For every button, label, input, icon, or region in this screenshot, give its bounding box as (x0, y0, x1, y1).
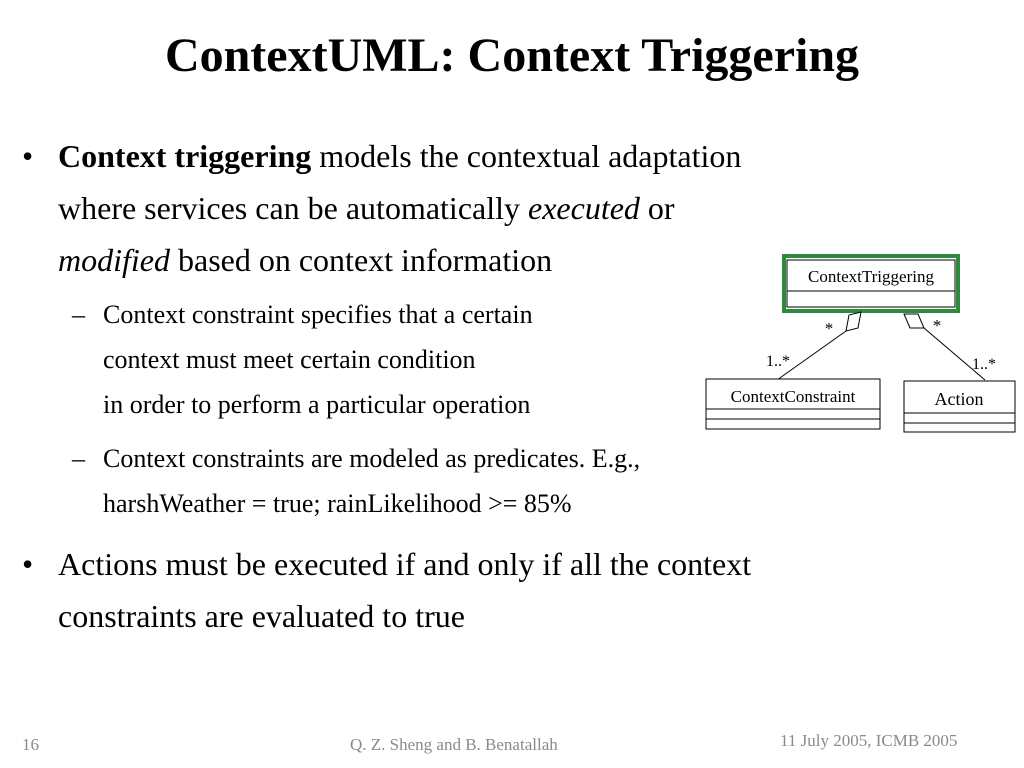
bullet-line-2: constraints are evaluated to true (58, 598, 465, 634)
footer-authors: Q. Z. Sheng and B. Benatallah (350, 735, 558, 754)
multiplicity-right-bottom: 1..* (972, 356, 996, 373)
bullet-line-2: where services can be automatically exec… (58, 182, 928, 234)
emphasis-modified: modified (58, 242, 170, 278)
multiplicity-left-bottom: 1..* (766, 353, 790, 370)
bold-term: Context triggering (58, 138, 312, 174)
emphasis-executed: executed (528, 190, 640, 226)
class-box (903, 380, 1016, 433)
text-run: or (639, 190, 675, 226)
bullet-marker: • (22, 546, 34, 582)
bullet-line-1: Actions must be executed if and only if … (58, 546, 752, 582)
class-name: ContextConstraint (731, 387, 856, 406)
sub-bullet-line-2: harshWeather = true; rainLikelihood >= 8… (103, 489, 572, 518)
text-run: based on context information (169, 242, 553, 278)
bullet-line-1: Context triggering models the contextual… (58, 130, 928, 182)
class-name: Action (935, 389, 984, 409)
sub-bullet-marker: – (72, 444, 85, 473)
sub-bullet-marker: – (72, 300, 85, 329)
action-class: Action (903, 380, 1016, 433)
slide-title: ContextUML: Context Triggering (164, 29, 860, 82)
aggregation-diamond-icon (903, 313, 925, 329)
bullet-text: Context triggering models the contextual… (58, 130, 928, 286)
sub-bullet-line-1: Context constraint specifies that a cert… (103, 300, 533, 329)
text-run: where services can be automatically (58, 190, 528, 226)
class-box (705, 378, 881, 430)
footer-date-venue: 11 July 2005, ICMB 2005 (780, 731, 958, 750)
context-constraint-class: ContextConstraint (705, 378, 881, 430)
aggregation-to-action (903, 313, 986, 381)
text-run: models the contextual adaptation (311, 138, 742, 174)
bullet-line-3: modified based on context information (58, 234, 928, 286)
sub-bullet-text: Context constraints are modeled as predi… (103, 436, 640, 526)
multiplicity-right-top: * (933, 316, 942, 335)
page-number: 16 (22, 735, 39, 754)
bullet-marker: • (22, 138, 34, 174)
sub-bullet-text: Context constraint specifies that a cert… (103, 292, 533, 427)
association-line (923, 327, 986, 381)
sub-bullet-line-1: Context constraints are modeled as predi… (103, 444, 641, 473)
aggregation-diamond-icon (845, 311, 862, 332)
association-line (776, 330, 847, 381)
sub-bullet-line-2: context must meet certain condition (103, 345, 476, 374)
bullet-text: Actions must be executed if and only if … (58, 538, 928, 642)
aggregation-to-constraint (776, 311, 862, 381)
sub-bullet-line-3: in order to perform a particular operati… (103, 390, 531, 419)
multiplicity-left-top: * (825, 319, 834, 338)
